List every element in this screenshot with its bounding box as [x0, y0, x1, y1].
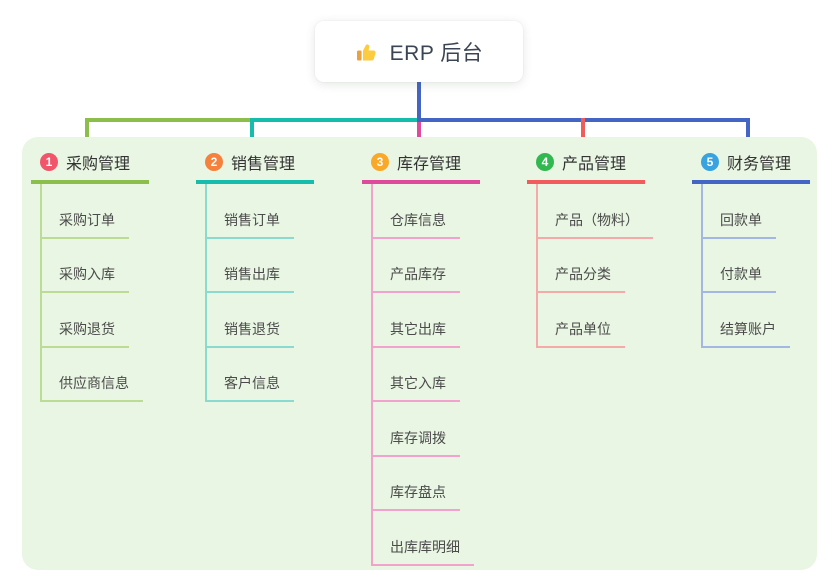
- mindmap-sub-item[interactable]: 销售出库: [207, 239, 314, 293]
- branch-header-sales[interactable]: 2 销售管理: [196, 150, 314, 184]
- mindmap-sub-item[interactable]: 产品（物料）: [538, 184, 653, 239]
- sub-item-label: 产品（物料）: [538, 210, 653, 239]
- sub-item-label: 其它入库: [373, 373, 460, 402]
- sub-item-label: 其它出库: [373, 319, 460, 348]
- branch-number-badge: 3: [371, 153, 389, 171]
- mindmap-sub-item[interactable]: 结算账户: [703, 293, 810, 348]
- drop-connector-inventory: [417, 122, 421, 150]
- sub-item-label: 产品分类: [538, 264, 625, 293]
- branch-finance: 5 财务管理 回款单付款单结算账户: [692, 150, 810, 348]
- sub-item-label: 出库库明细: [373, 537, 474, 566]
- thumbs-up-icon: [355, 40, 379, 64]
- branch-items-finance: 回款单付款单结算账户: [701, 184, 810, 348]
- branch-items-inventory: 仓库信息产品库存其它出库其它入库库存调拨库存盘点出库库明细: [371, 184, 480, 566]
- mindmap-sub-item[interactable]: 采购退货: [42, 293, 149, 348]
- branch-title: 财务管理: [727, 156, 792, 173]
- sub-item-label: 销售退货: [207, 319, 294, 348]
- root-title: ERP 后台: [389, 41, 484, 65]
- sub-item-label: 采购订单: [42, 210, 129, 239]
- root-node-erp[interactable]: ERP 后台: [315, 21, 523, 82]
- branch-purchase: 1 采购管理 采购订单采购入库采购退货供应商信息: [31, 150, 149, 402]
- sub-item-label: 产品单位: [538, 319, 625, 348]
- sub-item-label: 产品库存: [373, 264, 460, 293]
- mindmap-sub-item[interactable]: 销售订单: [207, 184, 314, 239]
- drop-connector-product: [581, 118, 585, 150]
- branch-number-badge: 1: [40, 153, 58, 171]
- mindmap-sub-item[interactable]: 采购订单: [42, 184, 149, 239]
- mindmap-sub-item[interactable]: 供应商信息: [42, 348, 149, 402]
- sub-item-label: 采购入库: [42, 264, 129, 293]
- sub-item-label: 客户信息: [207, 373, 294, 402]
- bus-segment-sales: [250, 118, 419, 122]
- bus-segment-purchase: [85, 118, 252, 122]
- branch-items-product: 产品（物料） 产品分类产品单位: [536, 184, 653, 348]
- sub-item-label: 销售订单: [207, 210, 294, 239]
- sub-item-label: 库存盘点: [373, 482, 460, 511]
- branch-header-inventory[interactable]: 3 库存管理: [362, 150, 480, 184]
- sub-item-label: 采购退货: [42, 319, 129, 348]
- branch-title: 采购管理: [66, 156, 131, 173]
- mindmap-sub-item[interactable]: 其它入库: [373, 348, 480, 402]
- mindmap-sub-item[interactable]: 销售退货: [207, 293, 314, 348]
- sub-item-label: 供应商信息: [42, 373, 143, 402]
- mindmap-sub-item[interactable]: 其它出库: [373, 293, 480, 348]
- branch-number-badge: 5: [701, 153, 719, 171]
- branch-title: 产品管理: [562, 156, 627, 173]
- branch-header-purchase[interactable]: 1 采购管理: [31, 150, 149, 184]
- mindmap-sub-item[interactable]: 采购入库: [42, 239, 149, 293]
- branches-panel: [22, 137, 817, 570]
- branch-inventory: 3 库存管理 仓库信息产品库存其它出库其它入库库存调拨库存盘点出库库明细: [362, 150, 480, 566]
- mindmap-sub-item[interactable]: 付款单: [703, 239, 810, 293]
- mindmap-sub-item[interactable]: 库存调拨: [373, 402, 480, 457]
- branch-header-finance[interactable]: 5 财务管理: [692, 150, 810, 184]
- branch-sales: 2 销售管理 销售订单销售出库销售退货客户信息: [196, 150, 314, 402]
- branch-header-product[interactable]: 4 产品管理: [527, 150, 645, 184]
- branch-items-purchase: 采购订单采购入库采购退货供应商信息: [40, 184, 149, 402]
- mindmap-sub-item[interactable]: 产品分类: [538, 239, 653, 293]
- sub-item-label: 回款单: [703, 210, 776, 239]
- branch-product: 4 产品管理 产品（物料） 产品分类产品单位: [527, 150, 653, 348]
- drop-connector-sales: [250, 118, 254, 150]
- branch-number-badge: 2: [205, 153, 223, 171]
- sub-item-label: 付款单: [703, 264, 776, 293]
- sub-item-label: 销售出库: [207, 264, 294, 293]
- sub-item-label: 仓库信息: [373, 210, 460, 239]
- mindmap-sub-item[interactable]: 产品库存: [373, 239, 480, 293]
- drop-connector-finance: [746, 118, 750, 150]
- drop-connector-purchase: [85, 118, 89, 150]
- root-stem-connector: [417, 82, 421, 120]
- mindmap-sub-item[interactable]: 仓库信息: [373, 184, 480, 239]
- sub-item-label: 库存调拨: [373, 428, 460, 457]
- mindmap-sub-item[interactable]: 回款单: [703, 184, 810, 239]
- mindmap-sub-item[interactable]: 出库库明细: [373, 511, 480, 566]
- branch-items-sales: 销售订单销售出库销售退货客户信息: [205, 184, 314, 402]
- branch-title: 库存管理: [397, 156, 462, 173]
- mindmap-sub-item[interactable]: 客户信息: [207, 348, 314, 402]
- branch-number-badge: 4: [536, 153, 554, 171]
- mindmap-sub-item[interactable]: 产品单位: [538, 293, 653, 348]
- branch-title: 销售管理: [231, 156, 296, 173]
- mindmap-sub-item[interactable]: 库存盘点: [373, 457, 480, 511]
- sub-item-label: 结算账户: [703, 319, 790, 348]
